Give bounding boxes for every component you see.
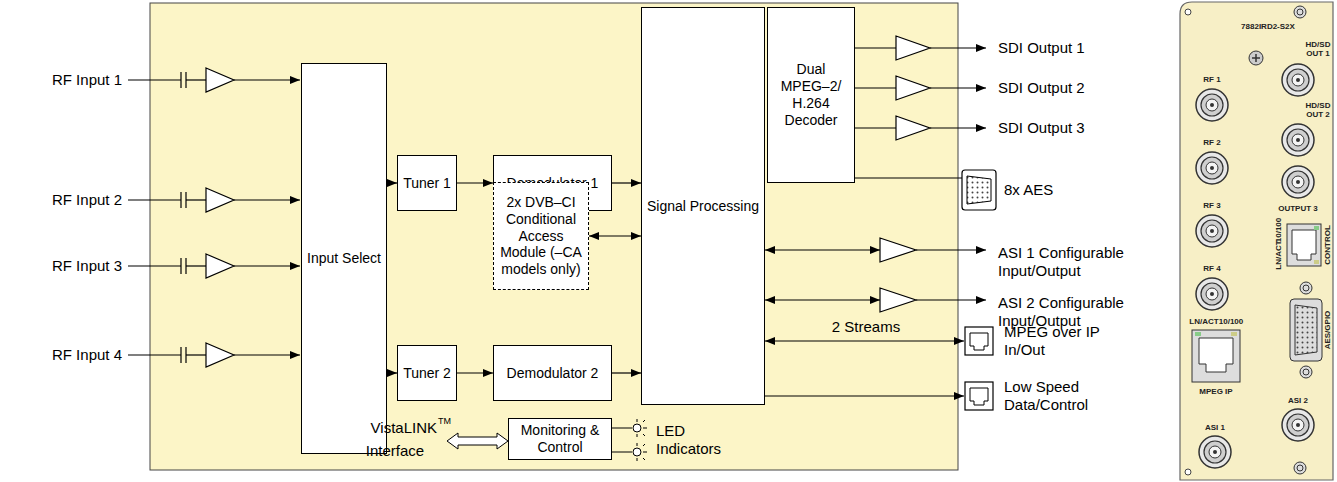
box-text: Tuner 1: [403, 175, 451, 192]
process-box: Tuner 2: [397, 345, 457, 401]
port-speed-label: 10/100: [1219, 318, 1243, 327]
process-box: Demodulator 2: [493, 345, 612, 401]
interface-label: VistaLINK: [371, 419, 437, 437]
optional-module-box: 2x DVB–CI Conditional Access Module (–CA…: [493, 182, 589, 290]
signal-connector: [457, 372, 493, 373]
box-text: Tuner 2: [403, 365, 451, 382]
sdi-output-drivers: [855, 36, 986, 140]
indicator-label: LED Indicators: [656, 422, 734, 458]
process-box: Tuner 1: [397, 155, 457, 211]
connector-label: RF 4: [1203, 265, 1220, 274]
connector-label: ASI 1: [1205, 424, 1225, 433]
vistalink-arrow: [447, 433, 508, 449]
connector-label: MPEG IP: [1199, 388, 1232, 397]
box-text: Input Select: [307, 250, 381, 267]
signal-connector: [612, 182, 641, 183]
input-label: RF Input 1: [52, 71, 122, 89]
connector-label: ASI 2: [1288, 397, 1308, 406]
box-text: Signal Processing: [647, 198, 759, 215]
box-text: Dual MPEG–2/ H.264 Decoder: [772, 61, 850, 128]
output-label: SDI Output 2: [998, 79, 1085, 97]
output-label: SDI Output 1: [998, 39, 1085, 57]
process-box: Input Select: [301, 63, 387, 454]
input-label: RF Input 2: [52, 191, 122, 209]
signal-connector: [387, 372, 397, 373]
signal-connector: [387, 182, 397, 183]
connector-label: OUTPUT 3: [1278, 205, 1318, 214]
asi-drivers: [765, 238, 986, 312]
input-label: RF Input 3: [52, 257, 122, 275]
stream-label: 2 Streams: [832, 318, 900, 336]
process-box: Monitoring & Control: [508, 418, 612, 460]
port-status-label: LN/ACT: [1275, 240, 1284, 269]
rear-panel: [1180, 2, 1333, 480]
connector-label: AES/GPIO: [1324, 311, 1333, 350]
connector-label: RF 2: [1203, 139, 1220, 148]
connector-label: RF 1: [1203, 76, 1220, 85]
signal-connector: [457, 182, 493, 183]
rj45-icon: [965, 382, 993, 410]
output-label: SDI Output 3: [998, 119, 1085, 137]
card-panel: [150, 3, 958, 470]
output-label: ASI 1 Configurable Input/Output: [998, 244, 1148, 280]
output-label: 8x AES: [1004, 181, 1053, 199]
port-speed-label: 10/100: [1275, 218, 1284, 242]
aes-wire: [855, 177, 962, 178]
ip-data-wires: [765, 341, 964, 396]
signal-connector: [589, 235, 641, 236]
input-label: RF Input 4: [52, 346, 122, 364]
connector-label: RF 3: [1203, 202, 1220, 211]
process-box: Signal Processing: [641, 7, 765, 405]
trademark: TM: [438, 416, 451, 427]
box-text: Demodulator 2: [507, 365, 599, 382]
connector-label: HD/SD OUT 1: [1304, 41, 1332, 59]
rf-input-chain: [128, 68, 300, 367]
port-status-label: LN/ACT: [1189, 318, 1218, 327]
box-text: Monitoring & Control: [513, 422, 607, 456]
rj45-icon: [965, 327, 993, 355]
db15-icon: [962, 170, 996, 210]
interface-label: Interface: [366, 442, 424, 460]
output-label: Low Speed Data/Control: [1004, 378, 1124, 414]
connector-label: HD/SD OUT 2: [1304, 102, 1332, 120]
led-symbols: [612, 419, 647, 461]
model-number: 7882IRD2-S2X: [1241, 23, 1295, 32]
process-box: Dual MPEG–2/ H.264 Decoder: [767, 7, 855, 183]
connector-label: CONTROL: [1324, 225, 1333, 265]
output-label: MPEG over IP In/Out: [1004, 323, 1114, 359]
signal-connector: [612, 372, 641, 373]
box-text: 2x DVB–CI Conditional Access Module (–CA…: [498, 194, 584, 278]
